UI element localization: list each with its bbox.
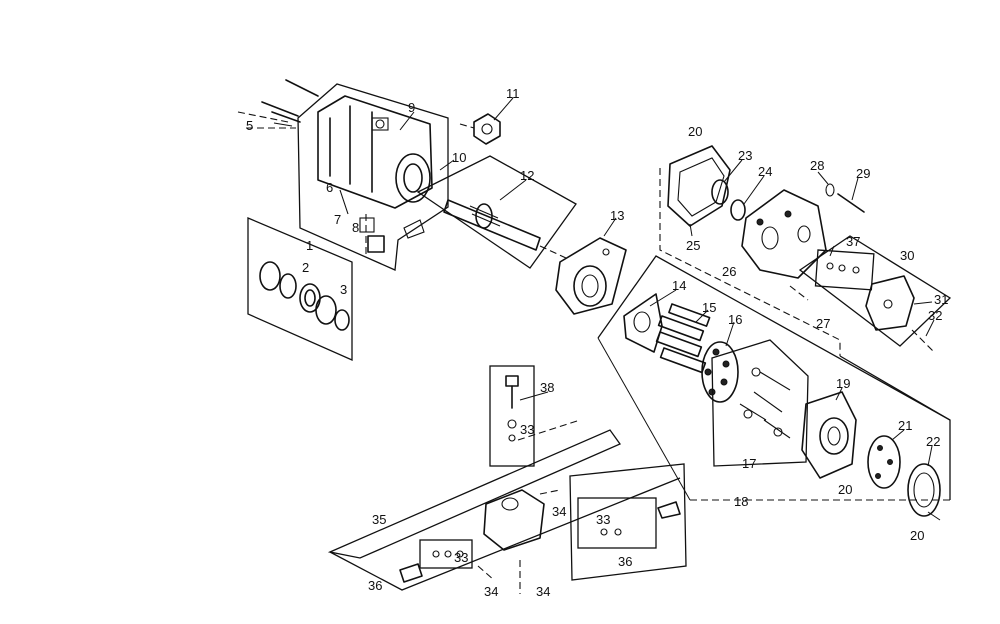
callout-22: 22 <box>926 434 940 449</box>
callout-33-b: 33 <box>596 512 610 527</box>
callout-1: 1 <box>306 238 313 253</box>
pistons <box>655 303 711 374</box>
callout-17: 17 <box>742 456 756 471</box>
callout-25: 25 <box>686 238 700 253</box>
callout-36-left: 36 <box>368 578 382 593</box>
seal-kit-group <box>247 217 353 361</box>
control-manifold <box>327 365 687 594</box>
rotating-group <box>597 255 951 501</box>
callout-8: 8 <box>352 220 359 235</box>
callout-10: 10 <box>452 150 466 165</box>
callout-12: 12 <box>520 168 534 183</box>
callout-6: 6 <box>326 180 333 195</box>
housing-bolts <box>237 79 319 129</box>
callout-33-a: 33 <box>520 422 534 437</box>
callout-13: 13 <box>610 208 624 223</box>
callout-21: 21 <box>898 418 912 433</box>
callout-18: 18 <box>734 494 748 509</box>
callout-5: 5 <box>246 118 253 133</box>
callout-20-bottom: 20 <box>910 528 924 543</box>
callout-36-right: 36 <box>618 554 632 569</box>
rear-cover-group <box>659 145 952 421</box>
drive-shaft-group <box>416 155 577 269</box>
callout-20-mid: 20 <box>838 482 852 497</box>
callout-3: 3 <box>340 282 347 297</box>
callout-29: 29 <box>856 166 870 181</box>
pump-housing <box>297 83 449 271</box>
callout-34-a: 34 <box>552 504 566 519</box>
callout-31: 31 <box>934 292 948 307</box>
callout-28: 28 <box>810 158 824 173</box>
callout-24: 24 <box>758 164 772 179</box>
callout-15: 15 <box>702 300 716 315</box>
port-plate <box>555 237 627 315</box>
callout-26: 26 <box>722 264 736 279</box>
small-fittings <box>339 189 425 256</box>
callout-34-b: 34 <box>484 584 498 599</box>
callout-23: 23 <box>738 148 752 163</box>
callout-30: 30 <box>900 248 914 263</box>
callout-19: 19 <box>836 376 850 391</box>
callout-20-top: 20 <box>688 124 702 139</box>
leader-lines <box>273 97 935 467</box>
callout-2: 2 <box>302 260 309 275</box>
callout-9: 9 <box>408 100 415 115</box>
callout-37: 37 <box>846 234 860 249</box>
callout-7: 7 <box>334 212 341 227</box>
callout-14: 14 <box>672 278 686 293</box>
callout-38: 38 <box>540 380 554 395</box>
callout-16: 16 <box>728 312 742 327</box>
callout-27: 27 <box>816 316 830 331</box>
end-plate <box>907 463 941 521</box>
callout-11: 11 <box>506 86 520 101</box>
callout-labels: 1 2 3 5 6 7 8 9 10 11 12 13 14 15 16 17 … <box>246 86 948 599</box>
callout-35: 35 <box>372 512 386 527</box>
callout-34-c: 34 <box>536 584 550 599</box>
nut <box>459 113 501 145</box>
callout-33-c: 33 <box>454 550 468 565</box>
callout-32: 32 <box>928 308 942 323</box>
